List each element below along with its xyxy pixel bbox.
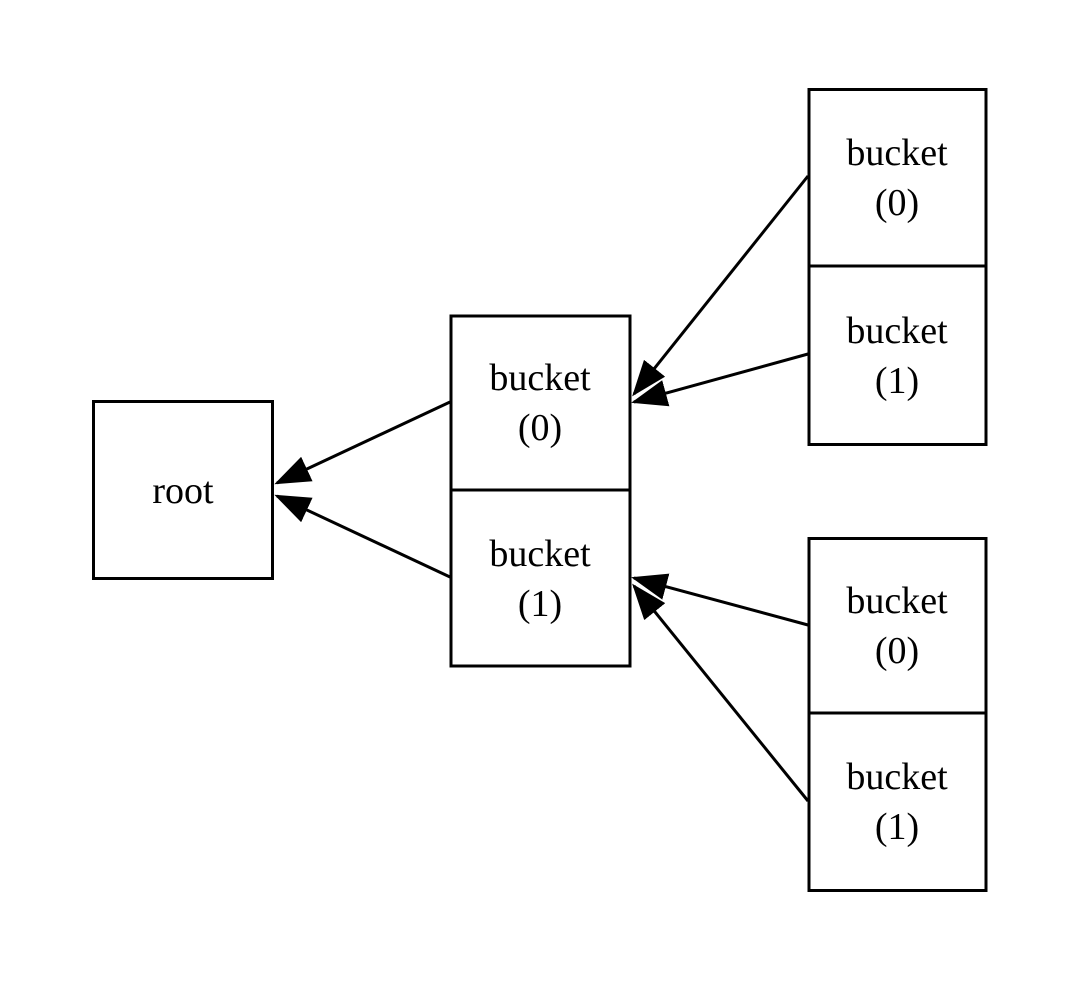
top-right-cell1-name: bucket <box>846 310 948 352</box>
middle-cell0-name: bucket <box>489 357 591 399</box>
edge-middle-bucket1-to-root <box>274 494 451 579</box>
root-box <box>92 400 274 580</box>
edge-topright-bucket1-to-middle <box>631 352 809 407</box>
middle-cell0-index: (0) <box>518 407 562 449</box>
top-right-cell0-name: bucket <box>846 132 948 174</box>
edge-topright-bucket0-to-middle <box>632 175 810 397</box>
bottom-right-cell1-index: (1) <box>875 806 919 848</box>
bottom-right-cell0-name: bucket <box>846 580 948 622</box>
top-right-cell1-index: (1) <box>875 360 919 402</box>
node-root: root <box>92 400 274 580</box>
edges <box>274 175 810 802</box>
root-label: root <box>152 470 214 512</box>
top-right-cell0-index: (0) <box>875 182 919 224</box>
node-bottom-right: bucket (0) bucket (1) <box>807 537 988 892</box>
edge-bottomright-bucket1-to-middle <box>632 583 810 802</box>
node-top-right: bucket (0) bucket (1) <box>807 88 988 446</box>
middle-cell1-index: (1) <box>518 583 562 625</box>
node-middle: bucket (0) bucket (1) <box>449 314 632 668</box>
edge-middle-bucket0-to-root <box>274 400 451 485</box>
bottom-right-cell0-index: (0) <box>875 630 919 672</box>
middle-cell1-name: bucket <box>489 533 591 575</box>
bottom-right-cell1-name: bucket <box>846 756 948 798</box>
